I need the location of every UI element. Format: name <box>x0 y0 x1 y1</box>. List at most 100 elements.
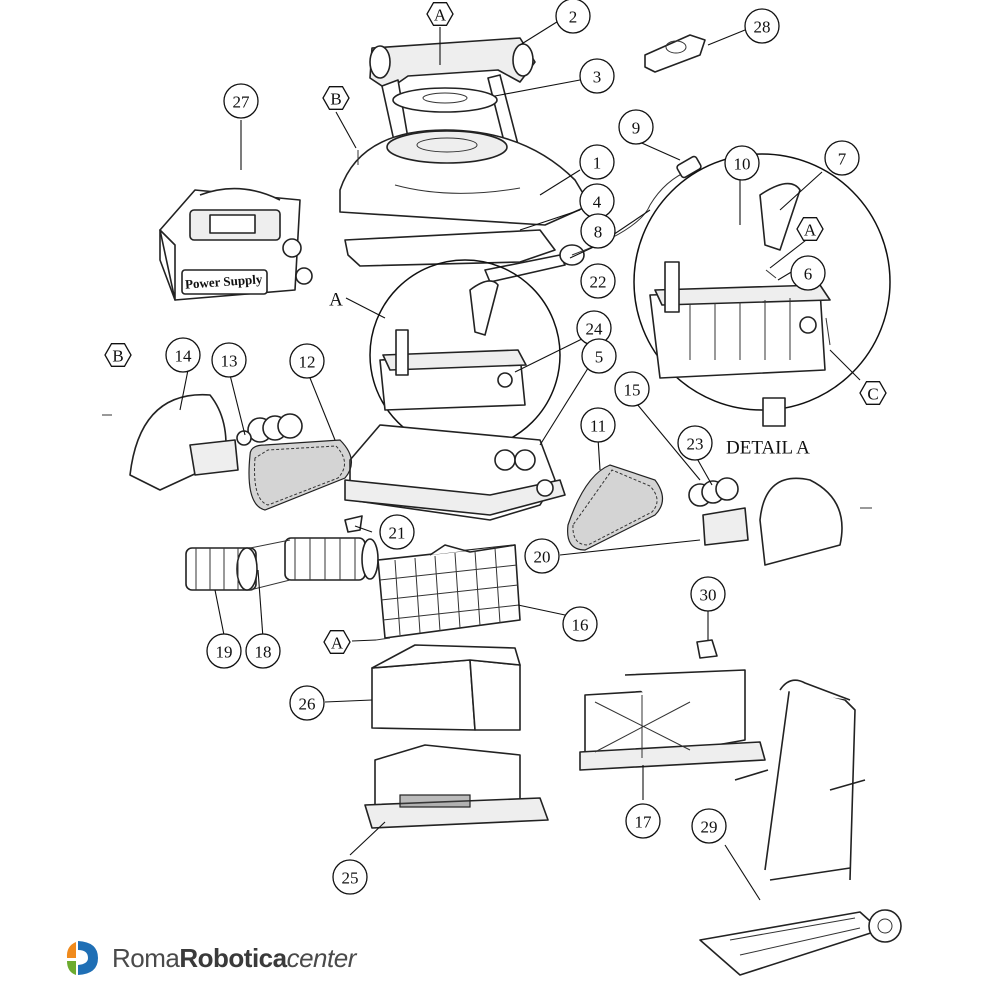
callout-11-c11: 11 <box>580 407 616 443</box>
callout-label: 19 <box>216 643 233 662</box>
callout-label: 25 <box>342 869 359 888</box>
brand-name-part1: Roma <box>112 942 180 973</box>
callout-label: 18 <box>255 643 272 662</box>
callout-label: 24 <box>586 320 604 339</box>
callout-shape <box>524 538 560 574</box>
callout-label: 30 <box>700 586 717 605</box>
callout-21-c21: 21 <box>379 514 415 550</box>
callout-shape <box>690 576 726 612</box>
callout-label: 2 <box>569 8 578 27</box>
callout-8-c8: 8 <box>580 213 616 249</box>
brand-mark-icon <box>66 941 98 975</box>
callout-13-c13: 13 <box>211 342 247 378</box>
callout-label: 22 <box>590 273 607 292</box>
callout-5-c5: 5 <box>581 338 617 374</box>
callout-2-c2: 2 <box>555 0 591 34</box>
callout-shape <box>206 633 242 669</box>
callout-shape <box>426 2 454 26</box>
power-supply-label: Power Supply <box>185 271 264 291</box>
callout-shape <box>580 213 616 249</box>
detail-caption: DETAIL A <box>726 438 810 459</box>
callout-shape <box>332 859 368 895</box>
callout-shape <box>245 633 281 669</box>
callout-c-c1: C <box>859 381 887 405</box>
callout-20-c20: 20 <box>524 538 560 574</box>
callout-label: 1 <box>593 154 602 173</box>
callout-26-c26: 26 <box>289 685 325 721</box>
callout-shape <box>562 606 598 642</box>
callout-shape <box>618 109 654 145</box>
detail-a-view <box>633 153 891 427</box>
callout-shape <box>322 86 350 110</box>
callout-label: 29 <box>701 818 718 837</box>
callout-shape <box>211 342 247 378</box>
callout-28-c28: 28 <box>744 8 780 44</box>
callout-label: 3 <box>593 68 602 87</box>
callout-label: 28 <box>754 18 771 37</box>
callout-9-c9: 9 <box>618 109 654 145</box>
callout-shape <box>379 514 415 550</box>
callout-shape <box>580 407 616 443</box>
callout-shape <box>796 217 824 241</box>
part-left-wheels <box>236 413 303 446</box>
callout-label: 5 <box>595 348 604 367</box>
callout-30-c30: 30 <box>690 576 726 612</box>
brand-name-part2: Robotica <box>179 942 287 973</box>
callout-15-c15: 15 <box>614 371 650 407</box>
callout-label: 16 <box>572 616 589 635</box>
callout-shape <box>724 145 760 181</box>
callout-4-c4: 4 <box>579 183 615 219</box>
callout-shape <box>323 630 351 654</box>
callout-label: 9 <box>632 119 641 138</box>
callout-a-a3: A <box>323 630 351 654</box>
callout-label: 20 <box>534 548 551 567</box>
part-power-supply: Power Supply <box>159 187 313 301</box>
part-swivel-cable <box>571 155 702 256</box>
callout-label: 12 <box>299 353 316 372</box>
part-screws <box>102 150 872 641</box>
part-clip <box>696 639 718 659</box>
part-remote-control <box>644 34 706 73</box>
callout-label: 10 <box>734 155 751 174</box>
callout-a-a2: A <box>796 217 824 241</box>
detail-letter-label: A <box>329 290 343 311</box>
part-filter-panel <box>371 644 521 731</box>
callout-6-c6: 6 <box>790 255 826 291</box>
part-bottom-lid <box>364 744 549 829</box>
callout-shape <box>744 8 780 44</box>
callout-16-c16: 16 <box>562 606 598 642</box>
callout-b-b2: B <box>104 343 132 367</box>
callout-shape <box>289 343 325 379</box>
part-right-side-cover <box>702 477 843 566</box>
part-brushes <box>185 537 379 591</box>
brand-name-part3: center <box>286 942 357 973</box>
callout-label: 17 <box>635 813 653 832</box>
callout-shape <box>691 808 727 844</box>
callout-7-c7: 7 <box>824 140 860 176</box>
callout-1-c1: 1 <box>579 144 615 180</box>
callout-18-c18: 18 <box>245 633 281 669</box>
callout-19-c19: 19 <box>206 633 242 669</box>
brand-wordmark: RomaRoboticacenter <box>112 943 356 974</box>
callout-a-a1: A <box>426 2 454 26</box>
callout-12-c12: 12 <box>289 343 325 379</box>
callout-shape <box>790 255 826 291</box>
leader-lines <box>179 19 861 901</box>
callout-label: B <box>112 347 123 366</box>
callout-14-c14: 14 <box>165 337 201 373</box>
part-caddy <box>699 679 902 976</box>
callout-17-c17: 17 <box>625 803 661 839</box>
callout-label: 8 <box>594 223 603 242</box>
callout-shape <box>859 381 887 405</box>
part-right-track <box>567 464 664 551</box>
callout-label: 15 <box>624 381 641 400</box>
callout-b-b1: B <box>322 86 350 110</box>
callout-label: A <box>434 6 447 25</box>
callout-3-c3: 3 <box>579 58 615 94</box>
callout-10-c10: 10 <box>724 145 760 181</box>
callout-shape <box>625 803 661 839</box>
callout-shape <box>104 343 132 367</box>
callout-27-c27: 27 <box>223 83 259 119</box>
